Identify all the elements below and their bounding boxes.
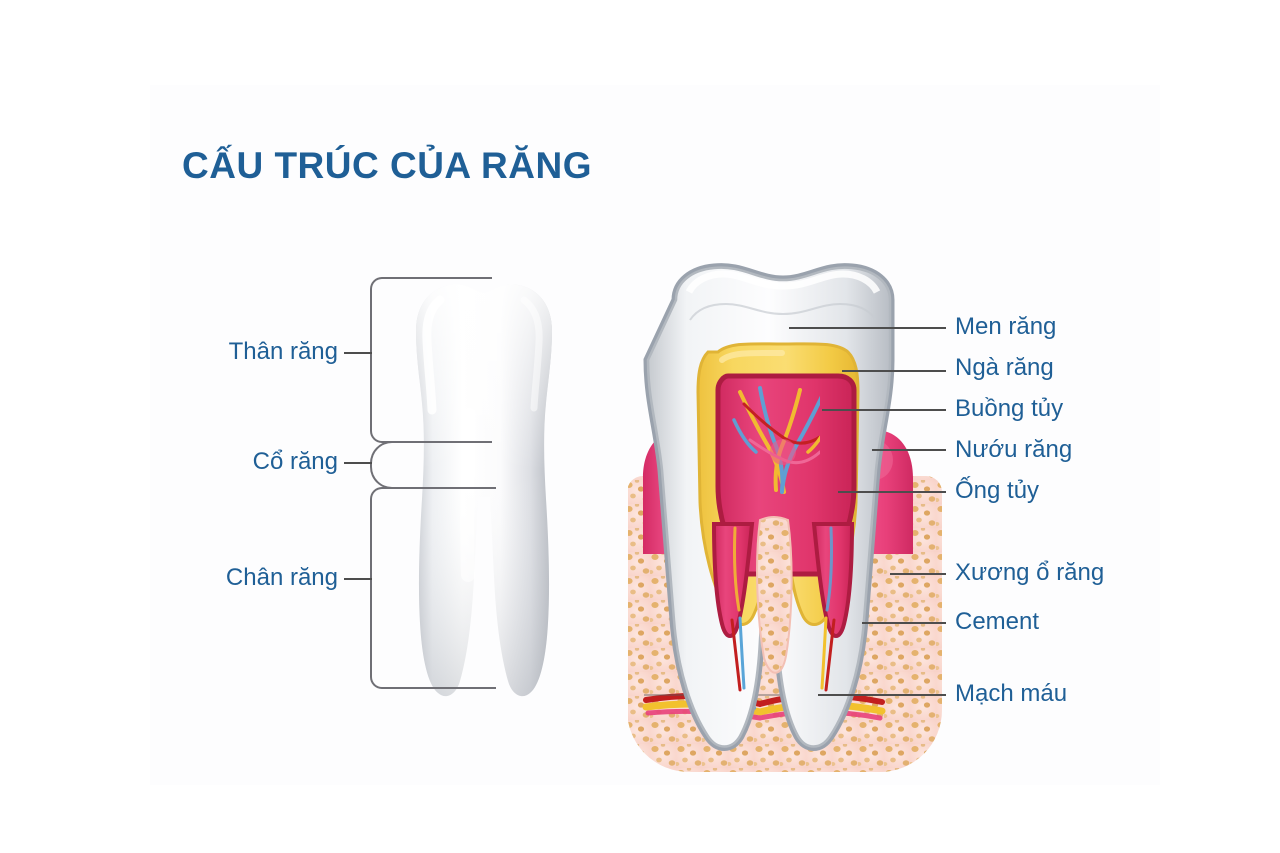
bracket-neck-stem — [344, 462, 372, 464]
label-co-rang: Cổ răng — [252, 448, 338, 475]
leader-xuong-o-rang — [890, 573, 946, 575]
label-men-rang: Men răng — [955, 313, 1057, 340]
bracket-crown-stem — [344, 352, 372, 354]
label-nga-rang: Ngà răng — [955, 354, 1054, 381]
page-title: CẤU TRÚC CỦA RĂNG — [182, 145, 592, 186]
leader-buong-tuy — [822, 409, 946, 411]
bracket-crown — [370, 277, 492, 443]
label-than-rang: Thân răng — [228, 338, 338, 365]
label-cement: Cement — [955, 608, 1040, 635]
leader-ong-tuy — [838, 491, 946, 493]
leader-nga-rang — [842, 370, 946, 372]
leader-mach-mau — [818, 694, 946, 696]
leader-men-rang — [789, 327, 946, 329]
label-chan-rang: Chân răng — [225, 564, 338, 591]
leader-cement — [862, 622, 946, 624]
label-nuou-rang: Nướu răng — [955, 436, 1073, 463]
leader-nuou-rang — [872, 449, 946, 451]
label-ong-tuy: Ống tủy — [955, 477, 1040, 504]
label-buong-tuy: Buồng tủy — [955, 395, 1064, 422]
bracket-neck — [370, 441, 450, 489]
bracket-root — [370, 487, 496, 689]
label-mach-mau: Mạch máu — [955, 680, 1068, 707]
bracket-root-stem — [344, 578, 372, 580]
label-xuong-o-rang: Xương ổ răng — [955, 559, 1105, 586]
